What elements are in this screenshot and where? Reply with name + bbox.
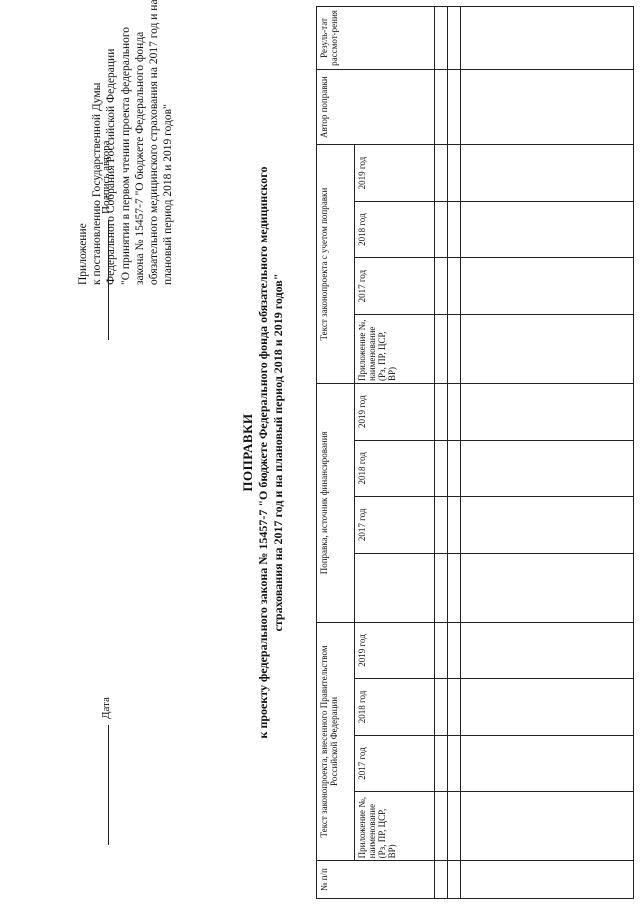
amendments-table: № п/п Текст законопроекта, внесенного Пр… xyxy=(316,6,634,899)
subheader-appendix: Приложение №, наименование (Рз, ПР, ЦСР,… xyxy=(354,791,435,861)
table-row xyxy=(460,6,634,899)
date-signature: Дата xyxy=(100,697,112,845)
appendix-block: Приложение к постановлению Государственн… xyxy=(76,0,175,285)
result-header: Резуль-тат рассмот-рения xyxy=(316,6,435,70)
group-header-amended-text: Текст законопроекта с учетом поправки xyxy=(316,144,355,384)
author-signature: Подпись автора xyxy=(100,140,112,340)
appendix-line: плановый период 2018 и 2019 годов" xyxy=(162,104,175,285)
subheader-year: 2019 год xyxy=(354,144,435,202)
num-header: № п/п xyxy=(316,860,435,899)
group-header-gov-text: Текст законопроекта, внесенного Правител… xyxy=(316,622,355,861)
appendix-line: закона № 15457-7 "О бюджете Федерального… xyxy=(133,31,146,285)
appendix-line: Приложение xyxy=(77,223,89,285)
date-label: Дата xyxy=(100,697,112,719)
subheader-appendix: Приложение №, наименование (Рз, ПР, ЦСР,… xyxy=(354,314,435,384)
document-title-block: ПОПРАВКИ к проекту федерального закона №… xyxy=(240,0,286,905)
subheader-year: 2019 год xyxy=(354,622,435,679)
subheader-year: 2019 год xyxy=(354,383,435,441)
table-row xyxy=(447,6,461,899)
document-subtitle-line-1: к проекту федерального закона № 15457-7 … xyxy=(256,166,270,739)
subheader-spacer xyxy=(354,553,435,623)
document-title: ПОПРАВКИ xyxy=(240,413,255,492)
date-line xyxy=(107,725,109,845)
subheader-year: 2018 год xyxy=(354,201,435,258)
document-subtitle-line-2: страхования на 2017 год и на плановый пе… xyxy=(271,273,285,632)
table-header-row: № п/п Текст законопроекта, внесенного Пр… xyxy=(316,6,435,899)
appendix-line: обязательного медицинского страхования н… xyxy=(148,0,161,285)
table-row xyxy=(434,6,448,899)
subheader-year: 2017 год xyxy=(354,735,435,792)
group-header-amendment: Поправка, источник финансирования xyxy=(316,383,355,623)
subheader-year: 2018 год xyxy=(354,678,435,736)
signature-line xyxy=(107,220,109,340)
author-header: Автор поправки xyxy=(316,69,435,145)
author-signature-label: Подпись автора xyxy=(100,140,112,215)
subheader-year: 2018 год xyxy=(354,440,435,497)
subheader-year: 2017 год xyxy=(354,496,435,554)
subheader-year: 2017 год xyxy=(354,257,435,315)
appendix-line: "О принятии в первом чтении проекта феде… xyxy=(119,26,132,285)
